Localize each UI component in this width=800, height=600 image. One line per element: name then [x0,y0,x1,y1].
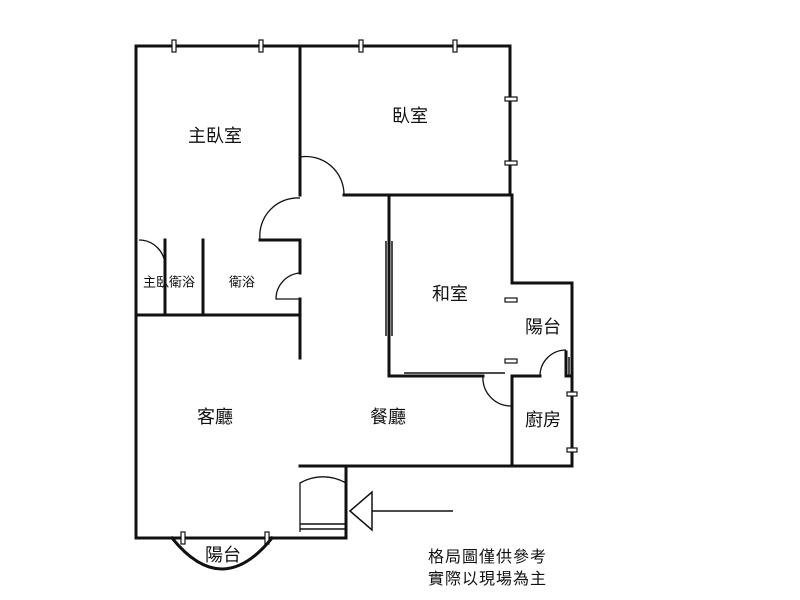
outer-walls [134,44,574,540]
interior-walls [134,44,574,468]
disclaimer-line-1: 格局圖僅供參考 [428,547,548,566]
balcony-arc [169,535,275,571]
disclaimer-line-2: 實際以現場為主 [428,569,548,588]
room-label-dining-room: 餐廳 [370,407,406,428]
windows [171,39,578,545]
disclaimer-note: 格局圖僅供參考 實際以現場為主 [428,546,547,590]
room-label-japanese-room: 和室 [432,284,468,305]
room-label-master-bath: 主臥衛浴 [142,275,196,291]
room-label-side-balcony: 陽台 [525,317,561,338]
entrance-arrow [348,490,453,532]
room-label-master-bedroom: 主臥室 [188,126,242,147]
room-label-front-balcony: 陽台 [205,545,241,566]
room-label-bedroom: 臥室 [392,106,428,127]
room-label-bath: 衛浴 [228,275,256,291]
door-swings [138,155,567,532]
room-label-kitchen: 廚房 [525,410,561,431]
room-label-living-room: 客廳 [197,407,233,428]
